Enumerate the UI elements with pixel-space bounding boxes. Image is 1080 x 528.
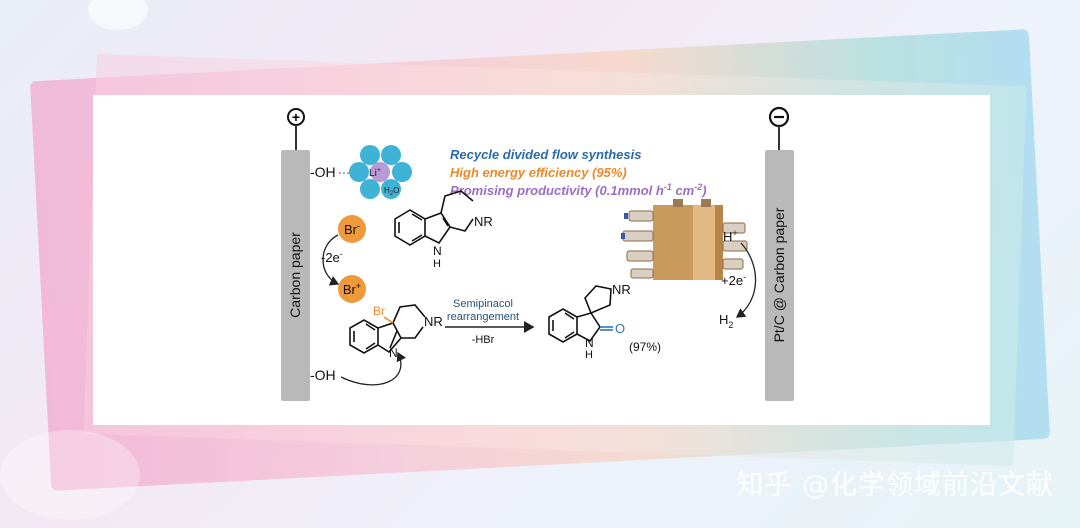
flow-reactor-icon [621, 199, 748, 280]
background-glow [88, 0, 148, 30]
bromonium-icon [338, 275, 366, 303]
starting-material [394, 190, 474, 246]
bromo-intermediate [349, 304, 426, 354]
cathode-electrode [765, 150, 794, 401]
product-nr: NR [612, 282, 631, 297]
water-molecule-icon [381, 179, 401, 199]
bromine-atom: Br [373, 304, 385, 318]
anode: + Carbon paper [281, 108, 310, 401]
oxidation-arrow [322, 234, 340, 286]
starting-material-nr: NR [474, 214, 493, 229]
arrow-label-hbr: -HBr [472, 334, 495, 346]
electrolysis-diagram: + Carbon paper Pt/C @ Carbon paper Recyc… [281, 106, 794, 401]
water-label: H2O [384, 186, 399, 197]
nucleophilic-attack-arrow [340, 351, 407, 386]
product-yield: (97%) [629, 340, 661, 354]
arrow-label-rearrangement: rearrangement [447, 311, 519, 323]
product-n: N [585, 336, 594, 350]
watermark: 知乎 @化学领域前沿文献 [736, 470, 1054, 501]
cathode-label: Pt/C @ Carbon paper [771, 207, 787, 342]
bromide-label: Br- [344, 221, 360, 237]
starting-material-h: H [433, 258, 441, 270]
feature-list: Recycle divided flow synthesis High ener… [450, 147, 707, 198]
water-molecule-icon [349, 162, 369, 182]
reduction-label: +2e- [721, 272, 746, 288]
intermediate-n: N [389, 346, 398, 360]
oxidation-label: -2e- [321, 249, 343, 265]
lithium-label: Li+ [369, 167, 381, 179]
hydroxide-top: -OH [310, 164, 336, 180]
diagram-card: + Carbon paper Pt/C @ Carbon paper Recyc… [93, 95, 990, 425]
product-h: H [585, 349, 593, 361]
background-glow [0, 430, 140, 520]
hydrogen-label: H2 [719, 312, 733, 330]
water-molecule-icon [360, 145, 380, 165]
anode-electrode [281, 150, 310, 401]
bromonium-label: Br+ [343, 281, 361, 297]
feature-productivity: Promising productivity (0.1mmol h-1 cm-2… [450, 182, 707, 198]
feature-efficiency: High energy efficiency (95%) [450, 165, 627, 180]
anode-label: Carbon paper [287, 232, 303, 318]
lithium-ion-icon [370, 162, 390, 182]
proton-label: H+ [723, 228, 738, 244]
reduction-arrow [735, 242, 757, 318]
bromide-ion-icon [338, 215, 366, 243]
product-carbonyl-o: O [615, 321, 625, 336]
water-molecule-icon [381, 145, 401, 165]
spirooxindole-product [548, 285, 613, 343]
starting-material-nh: N [433, 244, 442, 258]
cathode: Pt/C @ Carbon paper [765, 106, 794, 401]
hydrogen-evolution: H+ +2e- H2 [719, 228, 757, 330]
water-molecule-icon [392, 162, 412, 182]
bromide-cycle: Br- Br+ -2e- [321, 215, 366, 303]
reaction-arrow: Semipinacol rearrangement -HBr [445, 298, 535, 346]
hydroxide-bottom: -OH [310, 367, 336, 383]
arrow-label-semipinacol: Semipinacol [453, 298, 513, 310]
water-molecule-icon [360, 179, 380, 199]
feature-recycle: Recycle divided flow synthesis [450, 147, 641, 162]
anode-symbol: + [292, 109, 300, 125]
intermediate-nr: NR [424, 314, 443, 329]
lithium-cluster: -OH Li+ H2O [310, 145, 412, 199]
